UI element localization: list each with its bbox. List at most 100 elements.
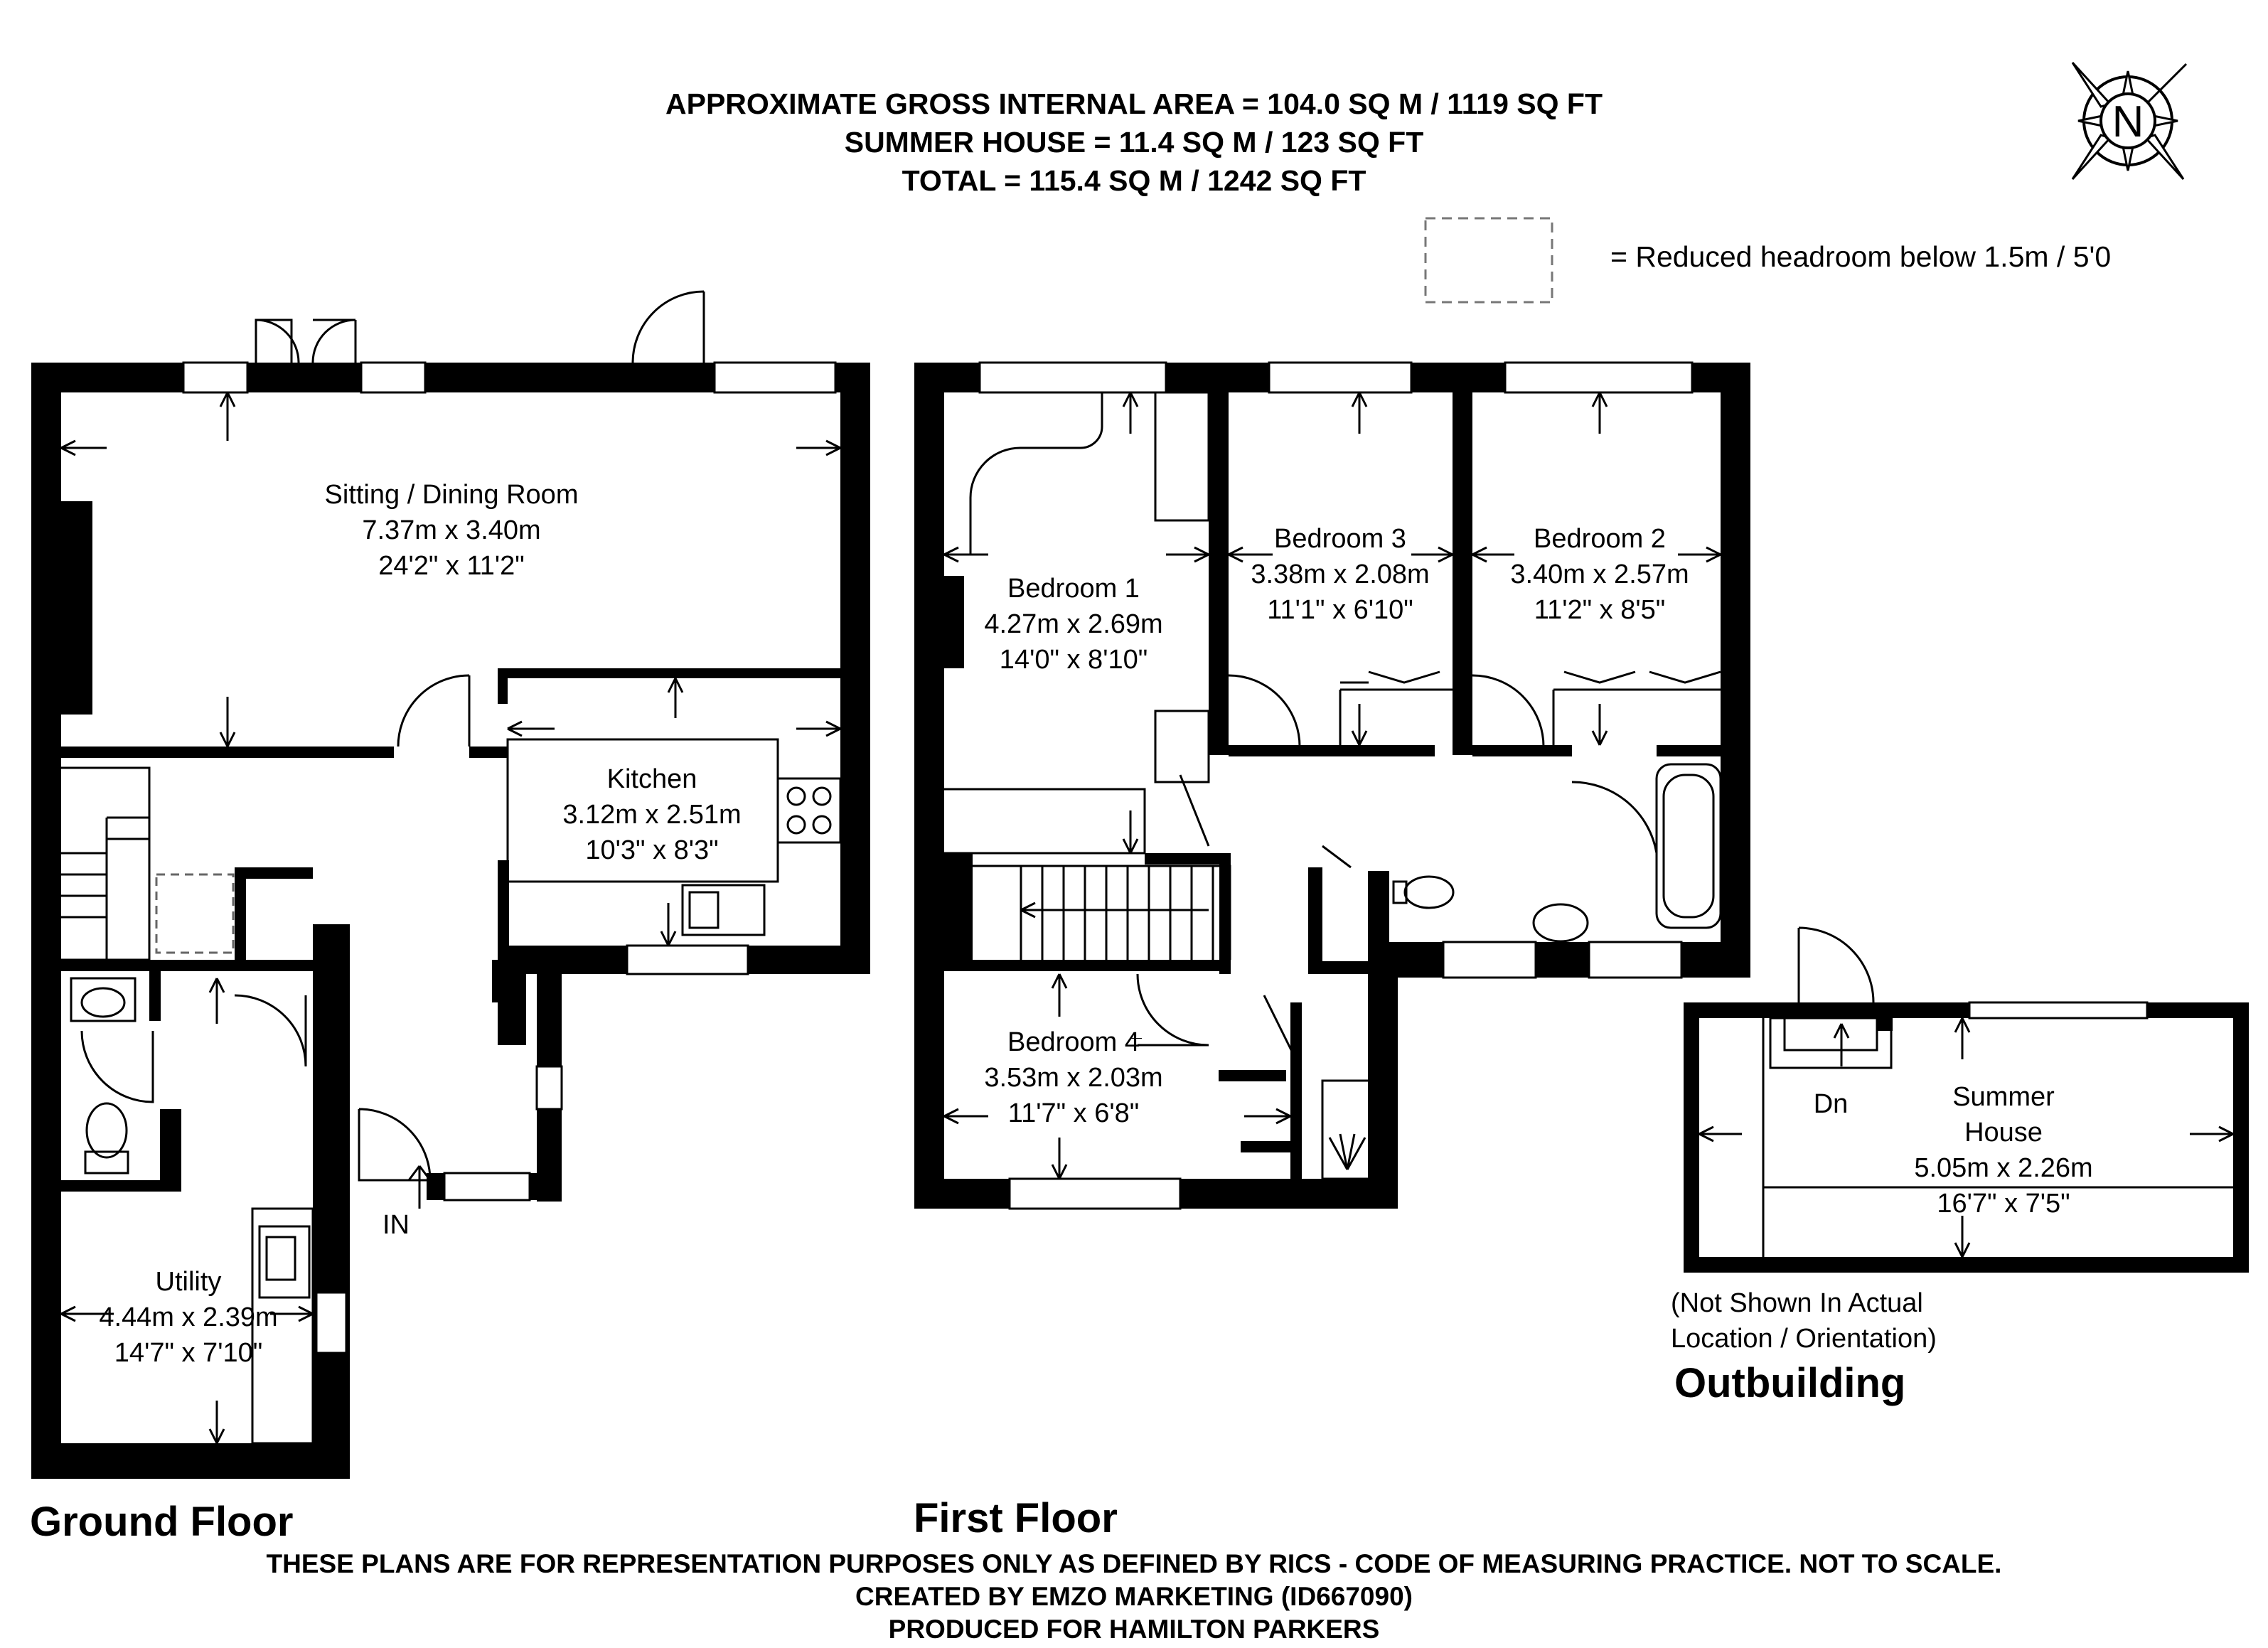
room-imperial-utility: 14'7" x 7'10": [114, 1338, 262, 1368]
gross-area-text: APPROXIMATE GROSS INTERNAL AREA = 104.0 …: [665, 87, 1603, 120]
entrance-label: IN: [383, 1210, 410, 1240]
legend: = Reduced headroom below 1.5m / 5'0: [1424, 217, 2111, 304]
window: [360, 361, 427, 394]
window: [978, 361, 1167, 394]
compass-icon: N: [2071, 61, 2188, 181]
room-name-bedroom3: Bedroom 3: [1274, 524, 1406, 554]
room-imperial-bedroom4: 11'7" x 6'8": [1008, 1098, 1139, 1128]
window: [182, 361, 249, 394]
outbuilding-note-2: Location / Orientation): [1671, 1324, 1937, 1354]
bedroom2-door: [1472, 674, 1545, 748]
producer-text: PRODUCED FOR HAMILTON PARKERS: [889, 1615, 1380, 1644]
room-imperial-bedroom2: 11'2" x 8'5": [1534, 595, 1665, 625]
toilet-icon: [84, 1150, 129, 1175]
window: [1442, 941, 1537, 979]
area-header: APPROXIMATE GROSS INTERNAL AREA = 104.0 …: [665, 87, 1603, 197]
room-imperial-sitting: 24'2" x 11'2": [378, 551, 525, 581]
room-metric-bedroom2: 3.40m x 2.57m: [1510, 560, 1689, 589]
room-metric-utility: 4.44m x 2.39m: [99, 1302, 277, 1332]
ground-floor-plan: Sitting / Dining Room 7.37m x 3.40m 24'2…: [30, 290, 870, 1545]
room-name-bedroom1: Bedroom 1: [1007, 574, 1140, 604]
room-imperial-bedroom3: 11'1" x 6'10": [1267, 595, 1413, 625]
ground-floor-dimension-arrows: [60, 392, 841, 1444]
room-metric-bedroom3: 3.38m x 2.08m: [1251, 560, 1429, 589]
creator-text: CREATED BY EMZO MARKETING (ID667090): [855, 1582, 1413, 1611]
basin-icon: [1532, 903, 1589, 943]
outbuilding-plan: Dn Summer House 5.05m x 2.26m 16'7" x 7'…: [1671, 926, 2249, 1406]
room-metric-summer-house: 5.05m x 2.26m: [1914, 1153, 2092, 1183]
first-floor-title: First Floor: [914, 1495, 1118, 1541]
wardrobe: [1154, 391, 1210, 522]
decking-line: [1762, 1018, 2233, 1257]
bedroom4-door: [1136, 973, 1209, 1047]
summer-house-area-text: SUMMER HOUSE = 11.4 SQ M / 123 SQ FT: [845, 126, 1424, 159]
room-name-utility: Utility: [156, 1267, 222, 1297]
room-name-sitting: Sitting / Dining Room: [325, 480, 579, 510]
room-metric-kitchen: 3.12m x 2.51m: [562, 800, 741, 830]
window: [1504, 361, 1694, 394]
window: [1588, 941, 1683, 979]
room-metric-sitting: 7.37m x 3.40m: [362, 515, 540, 545]
room-metric-bedroom4: 3.53m x 2.03m: [984, 1063, 1162, 1093]
sitting-room-door: [397, 674, 471, 747]
sink-icon: [258, 1225, 311, 1299]
room-metric-bedroom1: 4.27m x 2.69m: [984, 609, 1162, 639]
bath-icon: [1655, 763, 1722, 929]
outbuilding-note-1: (Not Shown In Actual: [1671, 1288, 1923, 1318]
ground-floor-stairs: [61, 766, 235, 961]
first-floor-fittings: [944, 391, 1722, 1180]
sink-icon: [681, 884, 766, 936]
hall-door: [234, 994, 307, 1067]
room-imperial-summer-house: 16'7" x 7'5": [1937, 1189, 2070, 1219]
ground-floor-windows: [182, 361, 837, 1354]
reduced-headroom-outline: [944, 392, 1103, 556]
disclaimer-footer: THESE PLANS ARE FOR REPRESENTATION PURPO…: [267, 1549, 2002, 1644]
first-floor-windows: [978, 361, 1694, 1210]
garden-door: [631, 290, 705, 363]
window: [315, 1291, 348, 1354]
first-floor-walls: [914, 363, 1750, 1209]
hob-icon: [776, 777, 842, 844]
window: [1968, 1001, 2149, 1020]
bathroom-door: [1571, 781, 1658, 854]
room-name-bedroom2: Bedroom 2: [1534, 524, 1666, 554]
landing-cupboard-door: [1322, 845, 1352, 869]
disclaimer-text: THESE PLANS ARE FOR REPRESENTATION PURPO…: [267, 1549, 2002, 1578]
ground-floor-title: Ground Floor: [30, 1499, 294, 1545]
room-name-kitchen: Kitchen: [607, 764, 697, 794]
bathroom-fittings: [70, 977, 314, 1445]
room-name-bedroom4: Bedroom 4: [1007, 1027, 1140, 1057]
outbuilding-dimension-arrows: [1699, 1017, 2234, 1258]
room-imperial-bedroom1: 14'0" x 8'10": [1000, 645, 1148, 675]
room-name-summer-house-1: Summer: [1952, 1082, 2055, 1112]
kitchen-fittings: [506, 738, 842, 936]
legend-text: = Reduced headroom below 1.5m / 5'0: [1610, 240, 2111, 273]
first-floor-doors: [1136, 674, 1658, 1071]
utility-worktop: [251, 1207, 314, 1445]
first-floor-plan: Bedroom 1 4.27m x 2.69m 14'0" x 8'10" Be…: [914, 361, 1750, 1541]
wardrobe: [1154, 710, 1210, 783]
french-doors: [255, 319, 357, 363]
bedroom1-door: [1179, 774, 1210, 847]
cupboard-door: [1263, 995, 1303, 1071]
window: [626, 944, 749, 975]
window: [1008, 1177, 1182, 1210]
front-door: [358, 1108, 432, 1182]
summer-house-door: [1797, 926, 1875, 1003]
toilet-icon: [1403, 875, 1455, 909]
window: [535, 1065, 563, 1111]
window: [1268, 361, 1413, 394]
total-area-text: TOTAL = 115.4 SQ M / 1242 SQ FT: [902, 164, 1366, 197]
outbuilding-steps: [1769, 1017, 1893, 1069]
reduced-headroom-swatch: [1424, 217, 1553, 304]
outbuilding-labels: Dn Summer House 5.05m x 2.26m 16'7" x 7'…: [1671, 1082, 2093, 1406]
outbuilding-title: Outbuilding: [1674, 1360, 1905, 1406]
compass-north-letter: N: [2112, 97, 2144, 146]
stairs-down-label: Dn: [1814, 1089, 1849, 1119]
window: [713, 361, 837, 394]
basin-icon: [70, 977, 137, 1022]
window: [443, 1172, 531, 1202]
ground-floor-doors: [80, 290, 705, 1182]
ground-floor-labels: Sitting / Dining Room 7.37m x 3.40m 24'2…: [30, 480, 742, 1545]
